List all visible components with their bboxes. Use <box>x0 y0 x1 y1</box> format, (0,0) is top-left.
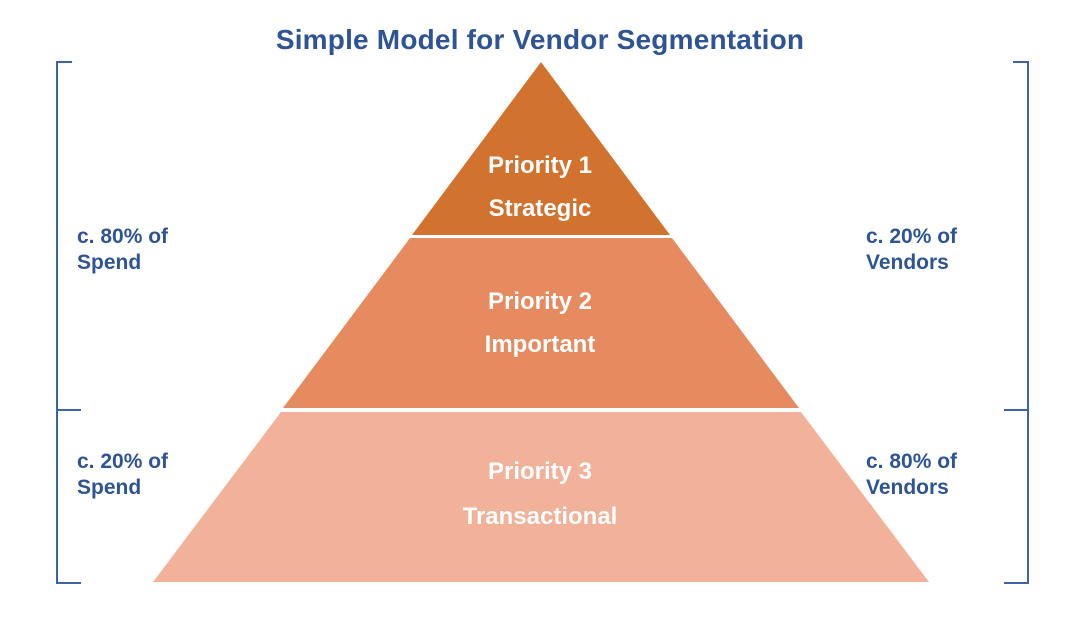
tier-1-label-text: Strategic <box>488 195 592 222</box>
left-bracket <box>56 61 81 584</box>
tier-2-priority-text: Priority 2 <box>487 288 593 315</box>
tier-3-label-text: Transactional <box>462 503 618 530</box>
tier-2-label-text: Important <box>484 331 596 358</box>
tier-1-priority-text: Priority 1 <box>487 152 593 179</box>
annotation-left-top-spend: c. 80% of Spend <box>77 225 169 275</box>
annotation-right-bottom-vendors: c. 80% of Vendors <box>866 450 958 500</box>
diagram-title: Simple Model for Vendor Segmentation <box>275 24 805 55</box>
annotation-left-bottom-spend: c. 20% of Spend <box>77 450 169 500</box>
annotation-right-top-vendors: c. 20% of Vendors <box>866 225 958 275</box>
right-bracket <box>1004 61 1029 584</box>
pyramid-tier-3-transactional-shape <box>153 412 929 582</box>
tier-3-priority-text: Priority 3 <box>487 458 593 485</box>
pyramid-tier-2-important-shape <box>283 238 799 408</box>
pyramid-tier-1-strategic-shape <box>412 62 670 235</box>
